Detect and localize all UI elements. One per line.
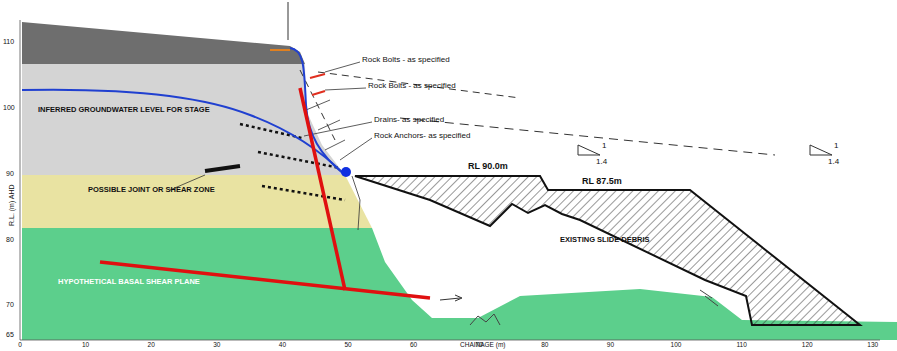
buttress-fill xyxy=(355,176,860,325)
slope-ratio: 1 xyxy=(834,142,838,150)
level-label: RL 87.5m xyxy=(582,177,622,186)
axis-title: CHAINAGE (m) xyxy=(460,342,506,349)
slope-symbol xyxy=(578,145,600,155)
upper-rock-layer xyxy=(22,22,305,64)
level-label: RL 90.0m xyxy=(468,162,508,171)
axis-line xyxy=(20,340,880,341)
debris-marks xyxy=(470,314,500,325)
callout-text: Drains- as specified xyxy=(374,116,444,124)
shear-line xyxy=(300,88,345,290)
axis-tick: 130 xyxy=(867,342,878,349)
axis-tick: 0 xyxy=(18,342,22,349)
axis-line xyxy=(20,20,21,340)
movement-arrow xyxy=(440,295,462,301)
axis-tick: 120 xyxy=(802,342,813,349)
axis-tick: 80 xyxy=(541,342,548,349)
layer-note: POSSIBLE JOINT OR SHEAR ZONE xyxy=(88,186,215,194)
slope-ratio: 1.4 xyxy=(828,158,839,166)
face-line xyxy=(290,48,345,175)
slope-ratio: 1 xyxy=(602,142,606,150)
axis-tick: 110 xyxy=(3,38,14,45)
axis-tick: 70 xyxy=(6,301,14,308)
axis-tick: 50 xyxy=(344,342,351,349)
dashed-line xyxy=(318,72,520,98)
layer-note: INFERRED GROUNDWATER LEVEL FOR STAGE xyxy=(38,106,210,114)
axis-tick: 100 xyxy=(671,342,682,349)
rock-bolt xyxy=(312,91,325,95)
callout-text: Rock Anchors- as specified xyxy=(374,132,471,140)
callout-text: Rock Bolts - as specified xyxy=(362,56,450,64)
axis-tick: 100 xyxy=(3,104,15,111)
axis-tick: 90 xyxy=(6,170,14,177)
axis-tick: 40 xyxy=(279,342,286,349)
groundwater-line xyxy=(22,90,345,175)
rock-bolt xyxy=(270,49,290,51)
axis-tick: 90 xyxy=(607,342,614,349)
axis-tick: 65 xyxy=(6,331,14,338)
rock-bolt xyxy=(310,74,325,78)
shear-plane-label: HYPOTHETICAL BASAL SHEAR PLANE xyxy=(58,278,200,286)
drain-outlet xyxy=(341,167,351,177)
slope-ratio: 1.4 xyxy=(596,158,607,166)
callout-text: Rock Bolts - as specified xyxy=(368,82,456,90)
axis-tick: 80 xyxy=(6,236,14,243)
axis-tick: 10 xyxy=(82,342,89,349)
leader-line xyxy=(170,62,372,190)
slope-symbol xyxy=(810,145,832,155)
debris-marks xyxy=(700,290,718,306)
weathered-rock-layer xyxy=(22,64,345,175)
axis-tick: 20 xyxy=(148,342,155,349)
reference-line xyxy=(288,2,289,40)
joint-marker xyxy=(205,166,240,171)
anchor-line xyxy=(262,186,345,200)
area-label: EXISTING SLIDE DEBRIS xyxy=(560,236,650,244)
axis-title: R.L. (m) AHD xyxy=(8,184,15,226)
axis-tick: 110 xyxy=(736,342,746,349)
axis-tick: 30 xyxy=(213,342,220,349)
axis-tick: 60 xyxy=(410,342,417,349)
